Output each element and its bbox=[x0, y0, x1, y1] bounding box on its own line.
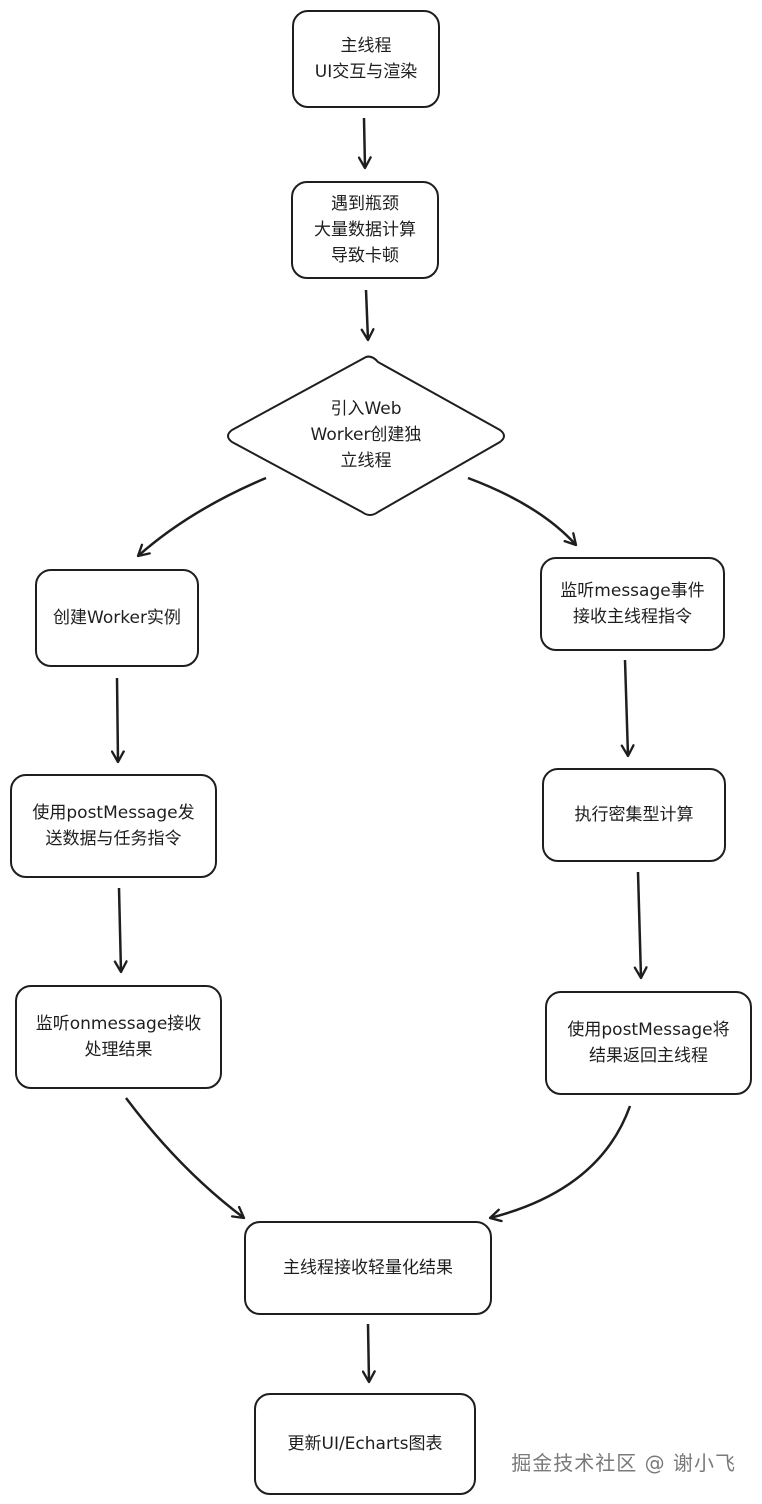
receive-results-node: 主线程接收轻量化结果 bbox=[244, 1221, 492, 1315]
arrow-receive-to-update bbox=[361, 1323, 376, 1384]
arrow-compute-to-return bbox=[633, 871, 648, 980]
post-message-send-node: 使用postMessage发 送数据与任务指令 bbox=[10, 774, 217, 878]
arrow-main-to-bottleneck bbox=[357, 117, 372, 170]
arrow-create-worker-to-post-message bbox=[110, 677, 125, 764]
watermark: 掘金技术社区 @ 谢小飞 bbox=[511, 1451, 736, 1475]
decision-label: 引入Web Worker创建独 立线程 bbox=[310, 399, 422, 471]
bottleneck-node: 遇到瓶颈 大量数据计算 导致卡顿 bbox=[291, 181, 439, 279]
arrow-listen-message-to-compute bbox=[620, 659, 635, 758]
arrow-decision-to-listen-message bbox=[467, 476, 578, 547]
update-ui-node: 更新UI/Echarts图表 bbox=[254, 1393, 476, 1495]
create-worker-node: 创建Worker实例 bbox=[35, 569, 199, 667]
compute-node: 执行密集型计算 bbox=[542, 768, 726, 862]
post-message-return-node: 使用postMessage将 结果返回主线程 bbox=[545, 991, 752, 1095]
arrow-onmessage-to-receive bbox=[125, 1097, 246, 1220]
arrow-return-to-receive bbox=[488, 1105, 632, 1223]
listen-message-node: 监听message事件 接收主线程指令 bbox=[540, 557, 725, 651]
arrow-post-message-to-onmessage bbox=[113, 887, 128, 974]
arrow-decision-to-create-worker bbox=[136, 476, 267, 558]
main-thread-node: 主线程 UI交互与渲染 bbox=[292, 10, 440, 108]
decision-diamond bbox=[227, 355, 505, 516]
arrow-bottleneck-to-decision bbox=[360, 289, 375, 342]
listen-onmessage-node: 监听onmessage接收 处理结果 bbox=[15, 985, 222, 1089]
